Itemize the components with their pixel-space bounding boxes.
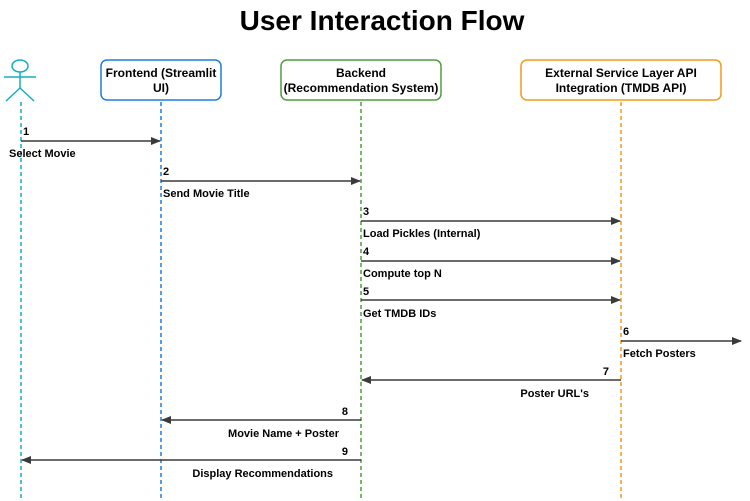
message-9: 9 Display Recommendations [21, 446, 361, 480]
external-label-line1: External Service Layer API [545, 66, 697, 80]
message-3: 3 Load Pickles (Internal) [361, 206, 621, 240]
message-2-number: 2 [163, 166, 169, 178]
message-7-label: Poster URL's [520, 388, 589, 400]
message-5-number: 5 [363, 286, 369, 298]
message-2: 2 Send Movie Title [161, 166, 361, 200]
external-label-line2: Integration (TMDB API) [556, 81, 687, 95]
message-6-label: Fetch Posters [623, 348, 696, 360]
message-8-number: 8 [342, 406, 348, 418]
message-9-label: Display Recommendations [192, 468, 333, 480]
message-1-number: 1 [23, 126, 29, 138]
message-7: 7 Poster URL's [361, 366, 621, 400]
message-8-label: Movie Name + Poster [228, 428, 340, 440]
backend-label-line1: Backend [336, 66, 386, 80]
message-6: 6 Fetch Posters [621, 326, 742, 360]
message-5-label: Get TMDB IDs [363, 308, 436, 320]
message-4-number: 4 [363, 246, 370, 258]
frontend-label-line2: UI) [153, 81, 169, 95]
message-1-label: Select Movie [9, 148, 76, 160]
message-4-label: Compute top N [363, 268, 442, 280]
message-3-number: 3 [363, 206, 369, 218]
message-4: 4 Compute top N [361, 246, 621, 280]
message-7-number: 7 [603, 366, 609, 378]
message-1: 1 Select Movie [9, 126, 161, 160]
frontend-participant: Frontend (Streamlit UI) [100, 59, 222, 101]
external-participant: External Service Layer API Integration (… [520, 59, 722, 101]
message-5: 5 Get TMDB IDs [361, 286, 621, 320]
user-actor-icon [4, 59, 36, 102]
message-3-label: Load Pickles (Internal) [363, 228, 481, 240]
diagram-title: User Interaction Flow [240, 5, 525, 36]
message-2-label: Send Movie Title [163, 188, 250, 200]
backend-participant: Backend (Recommendation System) [280, 59, 442, 101]
message-9-number: 9 [342, 446, 348, 458]
frontend-label-line1: Frontend (Streamlit [106, 66, 217, 80]
message-6-number: 6 [623, 326, 629, 338]
message-8: 8 Movie Name + Poster [161, 406, 361, 440]
backend-label-line2: (Recommendation System) [284, 81, 439, 95]
